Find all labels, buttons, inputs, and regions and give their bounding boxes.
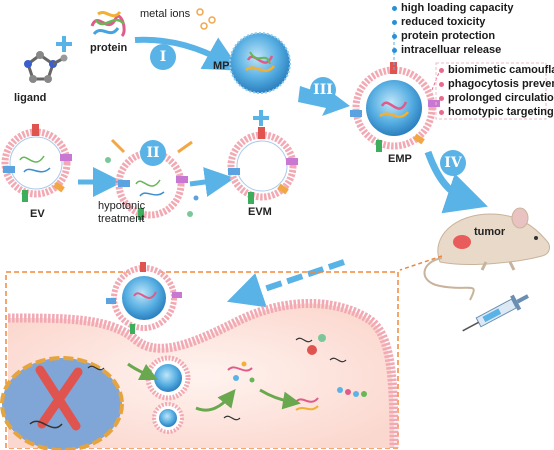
nucleus [0, 356, 124, 450]
plus-icon [56, 36, 269, 126]
mp-label: MP [213, 60, 230, 72]
imidazole-icon [24, 51, 68, 83]
mp-property-item: protein protection [392, 29, 513, 43]
arrow-to-cell [399, 255, 443, 271]
treated-vesicle [105, 138, 199, 220]
mp-property-item: intracelluar release [392, 43, 513, 57]
emp-particle [350, 62, 440, 152]
mouse-icon [423, 207, 550, 301]
arrow-dashed-blue [226, 259, 345, 308]
ligand-label: ligand [14, 92, 47, 104]
step-badge-1: I [150, 44, 176, 70]
mp-property-item: high loading capacity [392, 1, 513, 15]
emp-label: EMP [388, 153, 412, 165]
emp-property-item: biomimetic camouflage [439, 63, 554, 77]
chromosome-icon [29, 365, 83, 431]
hypotonic-label: hypotonic [98, 200, 146, 212]
protein-dot [307, 345, 317, 355]
emp-properties-list: biomimetic camouflage phagocytosis preve… [439, 63, 554, 119]
protein-dot [318, 334, 326, 342]
cytoplasm-squiggles [87, 337, 347, 421]
step-badge-2: II [140, 140, 166, 166]
treatment-label: treatment [98, 213, 145, 225]
ev-vesicle [1, 124, 72, 202]
emp-property-item: homotypic targeting [439, 105, 554, 119]
step-badge-4: IV [440, 150, 466, 176]
mp-particle [229, 32, 291, 94]
syringe-icon [462, 294, 529, 332]
arrow-green-3 [259, 388, 301, 410]
arrow-green-1 [127, 362, 159, 381]
step-badge-3: III [310, 77, 336, 103]
emp-property-item: phagocytosis prevention [439, 77, 554, 91]
arrow-step-4 [424, 150, 488, 214]
evm-vesicle [227, 127, 298, 204]
tumor-label: tumor [474, 226, 506, 238]
evm-label: EVM [248, 206, 272, 218]
emp-at-membrane [106, 262, 182, 334]
protein-ribbon-icon [90, 10, 126, 38]
metal-ions-label: metal ions [140, 8, 191, 20]
arrow-treated-to-evm [189, 167, 235, 197]
protein-label: protein [90, 42, 128, 54]
metal-ion-dots [196, 8, 216, 30]
mp-properties-list: high loading capacity reduced toxicity p… [392, 1, 513, 57]
mp-property-item: reduced toxicity [392, 15, 513, 29]
arrow-step-1 [134, 36, 241, 71]
emp-callout-box [435, 62, 547, 120]
emp-property-item: prolonged circulation [439, 91, 554, 105]
ev-label: EV [30, 208, 45, 220]
arrow-green-2 [195, 388, 236, 412]
